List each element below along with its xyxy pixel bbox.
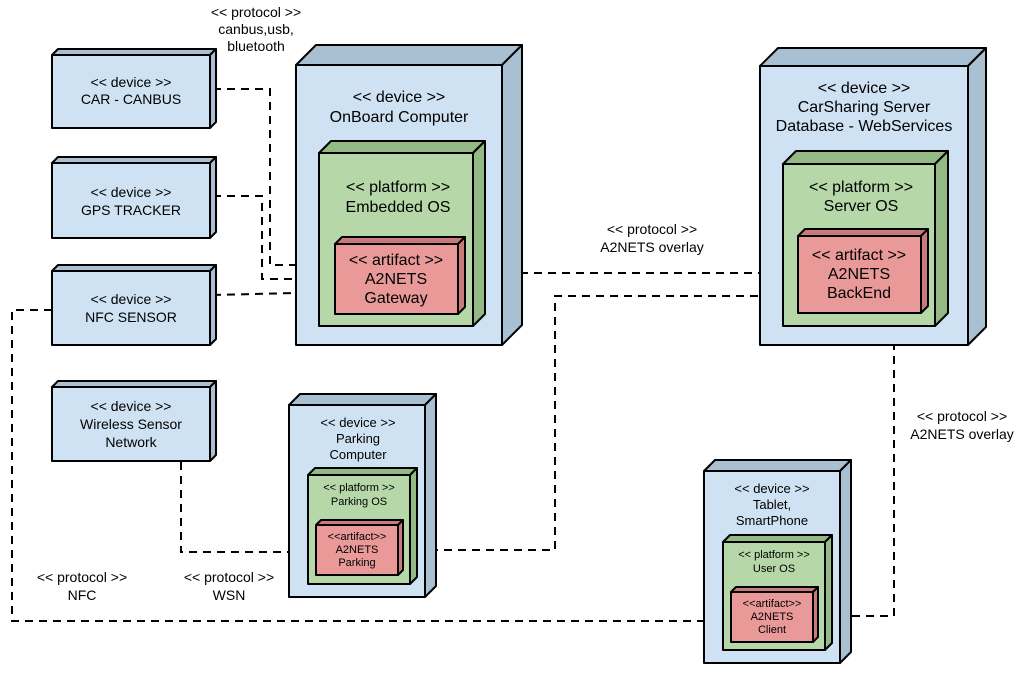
device-nfc-sensor: << device >> NFC SENSOR bbox=[51, 264, 217, 346]
device-tablet-smartphone-side bbox=[839, 459, 852, 664]
artifact-a2nets-gateway: << artifact >> A2NETS Gateway bbox=[334, 236, 466, 315]
artifact-backend-name-line2: BackEnd bbox=[827, 285, 891, 302]
platform-embedded-os-stereotype: << platform >> bbox=[346, 179, 450, 196]
protocol-label-canbus: << protocol >> canbus,usb, bluetooth bbox=[211, 4, 301, 54]
device-nfc-sensor-face bbox=[51, 270, 211, 346]
protocol-label-overlay-top: << protocol >> A2NETS overlay bbox=[600, 221, 703, 255]
device-wireless-sensor-name-line1: Wireless Sensor bbox=[80, 416, 182, 432]
device-gps-tracker-name: GPS TRACKER bbox=[81, 202, 181, 218]
device-carsharing-server-name-line2: Database - WebServices bbox=[776, 118, 953, 135]
platform-server-os-top bbox=[782, 150, 949, 165]
svg-text:<< protocol >>: << protocol >> bbox=[607, 221, 697, 237]
device-parking-computer-top bbox=[288, 393, 437, 406]
svg-text:<< protocol >>: << protocol >> bbox=[917, 408, 1007, 424]
device-tablet-stereotype: << device >> bbox=[734, 481, 809, 496]
svg-text:bluetooth: bluetooth bbox=[227, 38, 285, 54]
device-wireless-sensor-network: << device >> Wireless Sensor Network bbox=[51, 380, 217, 462]
device-gps-tracker-stereotype: << device >> bbox=[91, 184, 172, 200]
protocol-label-wsn: << protocol >> WSN bbox=[184, 569, 274, 603]
connector-nfc-client bbox=[11, 309, 730, 622]
device-onboard-computer-top bbox=[295, 44, 523, 66]
device-parking-computer-stereotype: << device >> bbox=[320, 415, 395, 430]
device-gps-tracker: << device >> GPS TRACKER bbox=[51, 156, 217, 239]
protocol-label-nfc: << protocol >> NFC bbox=[37, 569, 127, 603]
device-tablet-smartphone-top bbox=[703, 459, 852, 472]
device-gps-tracker-face bbox=[51, 162, 211, 239]
device-tablet-name-line2: SmartPhone bbox=[736, 513, 808, 528]
device-parking-computer-side bbox=[424, 393, 437, 598]
device-car-canbus-stereotype: << device >> bbox=[91, 74, 172, 90]
device-tablet-name-line1: Tablet, bbox=[753, 497, 791, 512]
svg-text:<< protocol >>: << protocol >> bbox=[37, 569, 127, 585]
device-nfc-sensor-name: NFC SENSOR bbox=[85, 309, 177, 325]
artifact-a2nets-backend-face bbox=[797, 235, 922, 314]
artifact-parking-stereotype: <<artifact>> bbox=[328, 531, 387, 543]
svg-text:NFC: NFC bbox=[68, 587, 97, 603]
platform-user-os-stereotype: << platform >> bbox=[738, 549, 810, 561]
device-onboard-computer-name: OnBoard Computer bbox=[330, 109, 469, 126]
device-carsharing-server-stereotype: << device >> bbox=[818, 80, 911, 97]
artifact-a2nets-gateway-face bbox=[334, 243, 459, 315]
platform-embedded-os-name: Embedded OS bbox=[346, 199, 451, 216]
device-parking-computer-name-line1: Parking bbox=[336, 431, 380, 446]
artifact-backend-name-line1: A2NETS bbox=[828, 266, 890, 283]
platform-parking-os-stereotype: << platform >> bbox=[323, 482, 395, 494]
platform-server-os-name: Server OS bbox=[824, 198, 899, 215]
svg-text:canbus,usb,: canbus,usb, bbox=[218, 21, 294, 37]
artifact-a2nets-parking: <<artifact>> A2NETS Parking bbox=[315, 519, 404, 576]
artifact-a2nets-backend-side bbox=[920, 228, 929, 314]
artifact-a2nets-backend-top bbox=[797, 228, 929, 237]
artifact-client-name-line1: A2NETS bbox=[751, 611, 794, 623]
svg-text:<< protocol >>: << protocol >> bbox=[211, 4, 301, 20]
artifact-a2nets-client: <<artifact>> A2NETS Client bbox=[730, 586, 819, 643]
device-car-canbus-face bbox=[51, 54, 211, 129]
connector-wsn-parking bbox=[180, 462, 316, 553]
connector-parking-backend bbox=[402, 295, 798, 551]
platform-user-os-name: User OS bbox=[753, 563, 795, 575]
device-wireless-sensor-name-line2: Network bbox=[105, 434, 157, 450]
device-carsharing-server-side bbox=[967, 47, 987, 346]
device-onboard-computer-stereotype: << device >> bbox=[353, 89, 446, 106]
platform-embedded-os-side bbox=[472, 140, 486, 327]
platform-parking-os-name: Parking OS bbox=[331, 496, 387, 508]
artifact-client-name-line2: Client bbox=[758, 624, 786, 636]
svg-text:A2NETS overlay: A2NETS overlay bbox=[600, 239, 703, 255]
artifact-gateway-stereotype: << artifact >> bbox=[349, 252, 443, 269]
platform-user-os-side bbox=[824, 534, 833, 651]
artifact-a2nets-gateway-top bbox=[334, 236, 466, 245]
platform-server-os-stereotype: << platform >> bbox=[809, 179, 913, 196]
artifact-client-stereotype: <<artifact>> bbox=[743, 598, 802, 610]
device-parking-computer-name-line2: Computer bbox=[329, 447, 387, 462]
platform-embedded-os-top bbox=[318, 140, 486, 154]
protocol-label-overlay-right: << protocol >> A2NETS overlay bbox=[910, 408, 1013, 442]
device-car-canbus-name: CAR - CANBUS bbox=[81, 91, 181, 107]
device-wireless-sensor-network-face bbox=[51, 386, 211, 462]
device-car-canbus: << device >> CAR - CANBUS bbox=[51, 48, 217, 129]
platform-parking-os-top bbox=[307, 467, 418, 476]
artifact-backend-stereotype: << artifact >> bbox=[812, 247, 906, 264]
platform-server-os-side bbox=[934, 150, 949, 327]
svg-text:A2NETS overlay: A2NETS overlay bbox=[910, 426, 1013, 442]
device-nfc-sensor-stereotype: << device >> bbox=[91, 291, 172, 307]
artifact-a2nets-client-face bbox=[730, 591, 814, 643]
artifact-a2nets-gateway-side bbox=[457, 236, 466, 315]
platform-parking-os-side bbox=[409, 467, 418, 585]
device-carsharing-server-name-line1: CarSharing Server bbox=[798, 99, 931, 116]
svg-text:WSN: WSN bbox=[213, 587, 246, 603]
artifact-parking-name-line2: Parking bbox=[338, 557, 375, 569]
device-wireless-sensor-stereotype: << device >> bbox=[91, 398, 172, 414]
device-carsharing-server-top bbox=[759, 47, 987, 67]
artifact-gateway-name-line1: A2NETS bbox=[365, 271, 427, 288]
device-onboard-computer-side bbox=[501, 44, 523, 346]
artifact-parking-name-line1: A2NETS bbox=[336, 544, 379, 556]
svg-text:<< protocol >>: << protocol >> bbox=[184, 569, 274, 585]
artifact-a2nets-backend: << artifact >> A2NETS BackEnd bbox=[797, 228, 929, 314]
artifact-a2nets-parking-face bbox=[315, 524, 399, 576]
platform-user-os-top bbox=[722, 534, 833, 543]
artifact-gateway-name-line2: Gateway bbox=[364, 290, 427, 307]
